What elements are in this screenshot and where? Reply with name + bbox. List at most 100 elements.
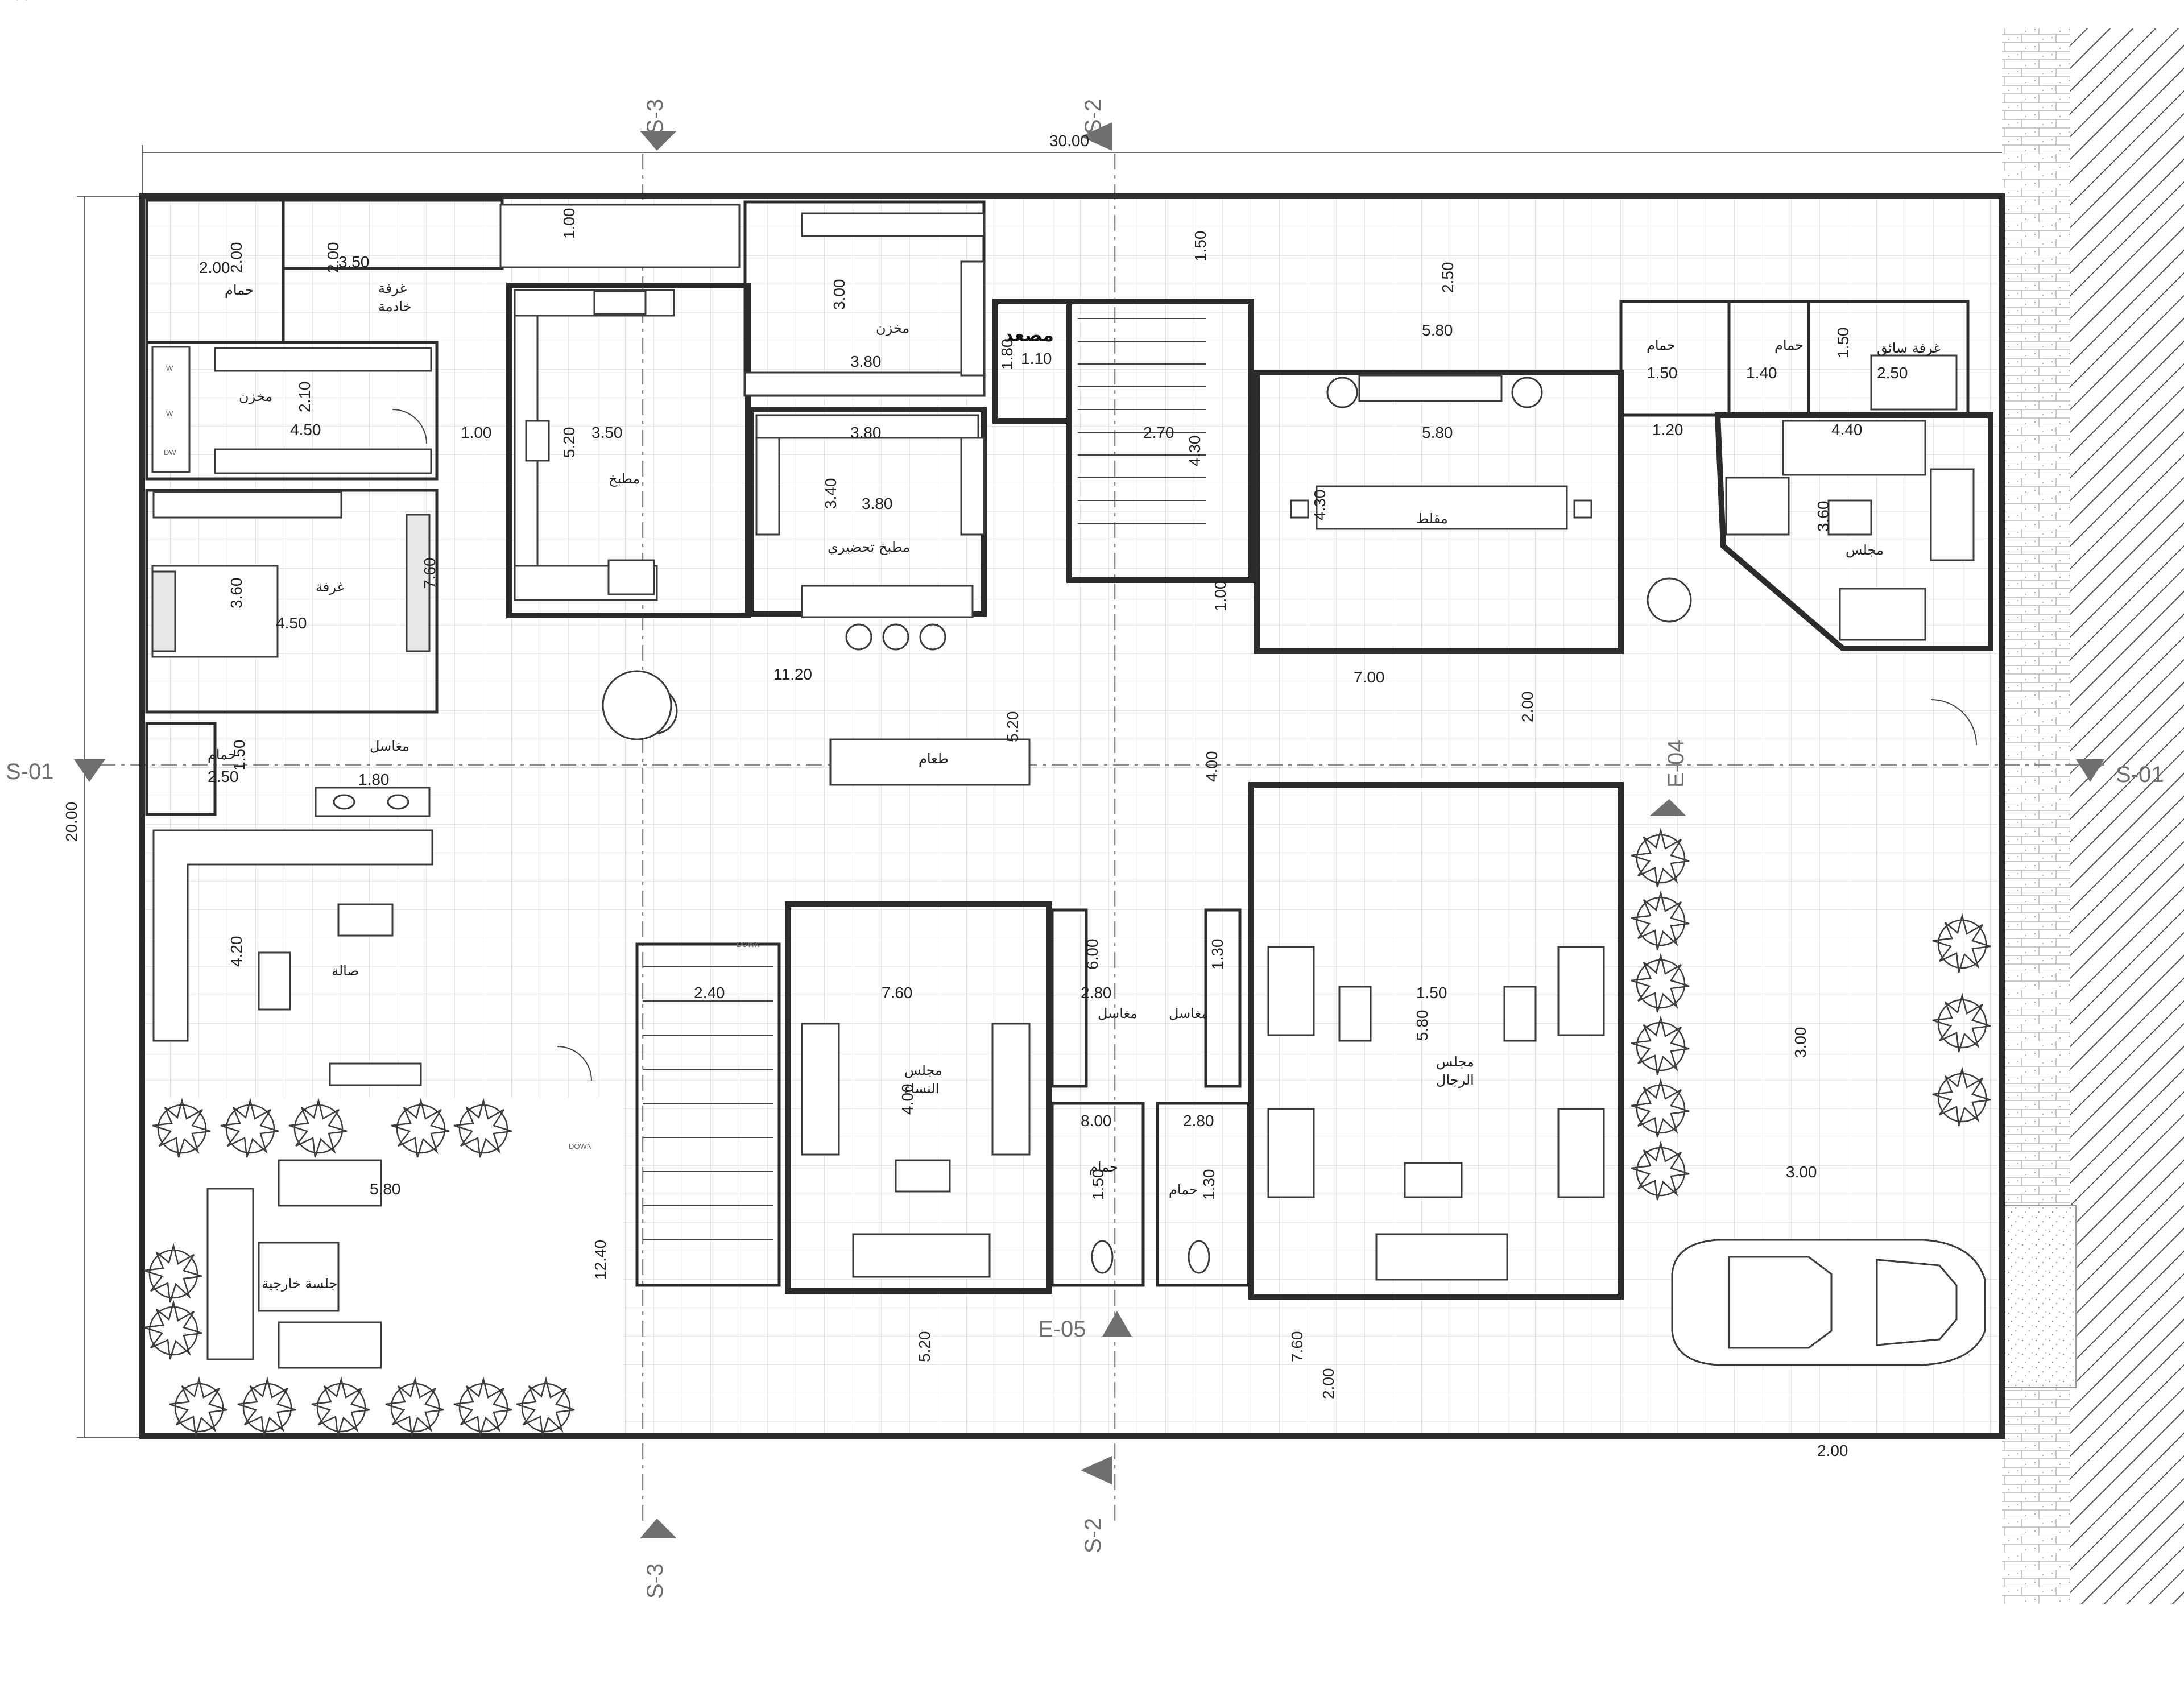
washer-label-1: W [166,364,173,373]
dimension-label: 4.00 [899,1084,916,1115]
dimension-label: 1.20 [1652,421,1684,438]
dimension-label: 4.30 [1311,490,1329,521]
outdoor-stair [635,942,781,1287]
dimension-label: 3.00 [830,279,848,311]
room-label-store-1: مخزن [239,388,272,404]
dimension-label: 3.00 [1786,1163,1817,1181]
dimension-label: 8.00 [1081,1112,1112,1130]
dimension-label: 4.30 [1186,436,1203,467]
room-label-bath-driver: حمام [1647,337,1676,353]
dimension-label: 2.80 [1081,984,1112,1002]
lounge-room [1254,370,1624,654]
room-label-bath-4: حمام [1089,1159,1118,1175]
room-label-dining: طعام [919,751,949,767]
room-label-elevator: مصعد [1004,324,1054,346]
dimension-label: 2.00 [324,242,342,274]
dimension-label: 2.00 [1519,692,1536,723]
room-label-women-majlis-2: النساء [904,1081,939,1097]
dimension-label: 2.80 [1183,1112,1214,1130]
stair-core [1066,299,1254,583]
dimension-label: 4.40 [1831,421,1863,438]
dimension-label: 2.00 [228,242,245,274]
dimension-label: 1.50 [0,0,31,3]
store-room-1 [145,341,439,481]
dimension-label: 3.50 [338,253,370,271]
dimension-label: 5.20 [560,427,578,458]
room-label-sinks-1: مغاسل [370,738,410,754]
section-label-s2-top: S-2 [1081,99,1106,134]
dimension-label: 1.80 [998,339,1016,370]
lounge-table [1316,485,1568,530]
hall-sofa [152,829,433,1042]
dining-table [829,738,1031,786]
dimension-label: 3.40 [822,478,839,510]
elevation-label-e05: E-05 [1038,1317,1086,1342]
dimension-label: 1.50 [1192,231,1209,262]
dimension-label: 2.10 [296,382,313,413]
overall-width-label: 30.00 [1049,132,1089,150]
washer-label-2: W [166,409,173,418]
room-label-hall: صالة [332,963,359,979]
dimension-label: 2.00 [1320,1368,1337,1400]
room-label-men-majlis-1: مجلس [1436,1054,1474,1070]
dishwasher-label: DW [164,448,176,457]
gate-paving [2001,1205,2077,1388]
room-label-bath-maid: حمام [225,282,254,298]
dimension-label: 7.00 [1354,668,1385,686]
room-label-bath-2: حمام [208,747,237,763]
dimension-label: 5.20 [916,1331,933,1363]
dimension-label: 4.00 [1203,751,1221,783]
room-label-store-2: مخزن [876,320,909,336]
room-label-bath-5: حمام [1169,1182,1198,1198]
dimension-label: 2.00 [1817,1442,1848,1459]
room-label-sinks-3: مغاسل [1169,1006,1209,1021]
room-label-maid-room-1: غرفة [378,280,407,296]
room-label-maid-room-2: خادمة [378,299,412,315]
outer-wall [139,193,2005,1439]
stair-down-label-2: DOWN [569,1142,592,1151]
dimension-label: 3.80 [862,495,893,512]
dimension-label: 5.20 [1004,711,1021,743]
dimension-label: 1.00 [461,424,492,441]
stair-down-label: DOWN [737,940,760,949]
section-label-s3-bottom: S-3 [643,1563,668,1599]
dimension-label: 3.80 [850,353,882,370]
bedroom [145,489,439,714]
dimension-label: 12.40 [592,1240,609,1280]
dimension-label: 5.80 [1413,1010,1431,1041]
dimension-label: 6.00 [1083,939,1101,970]
dimension-label: 1.50 [230,740,248,771]
room-label-prep-kitchen: مطبخ تحضيري [828,539,910,555]
dimension-label: 1.80 [358,771,390,788]
room-label-men-majlis-2: الرجال [1436,1072,1474,1088]
dimension-label: 7.60 [1288,1331,1306,1363]
dimension-label: 4.50 [290,421,321,438]
dimension-label: 1.50 [1647,364,1678,382]
dimension-label: 5.80 [1422,424,1453,441]
dimension-label: 3.60 [228,578,245,609]
dimension-label: 2.50 [1877,364,1908,382]
car-icon [1671,1239,1986,1366]
room-label-bath-3: حمام [1774,337,1804,353]
dimension-label: 1.50 [1089,1169,1107,1201]
room-label-driver-room: غرفة سائق [1877,340,1941,356]
dimension-label: 3.80 [850,424,882,441]
dimension-label: 4.20 [228,936,245,967]
dimension-label: 2.00 [199,259,230,276]
dimension-label: 3.00 [1792,1027,1809,1058]
dimension-label: 2.50 [208,768,239,785]
dimension-label: 1.50 [1834,328,1852,359]
section-label-s01-left: S-01 [6,759,54,784]
dimension-label: 1.40 [1746,364,1777,382]
small-majlis [1714,412,1993,651]
dimension-label: 4.50 [276,614,307,632]
dimension-label: 5.80 [1422,321,1453,339]
room-label-majlis-small: مجلس [1846,542,1884,558]
overall-depth-label: 20.00 [63,802,80,842]
dimension-label: 1.10 [1021,350,1052,367]
elevation-label-e04: E-04 [1664,740,1689,788]
dimension-label: 3.50 [592,424,623,441]
room-label-bedroom: غرفة [316,579,344,595]
